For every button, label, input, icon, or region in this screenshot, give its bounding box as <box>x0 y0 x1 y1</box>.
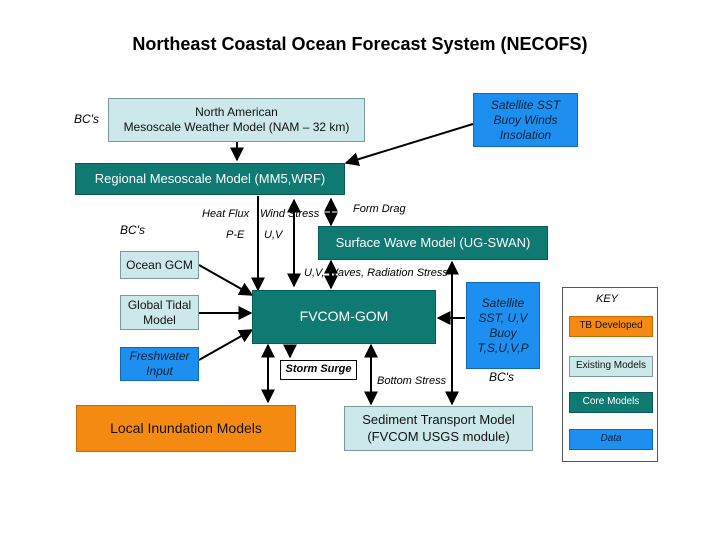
legend-title: KEY <box>596 293 619 305</box>
surface-wave-model-box: Surface Wave Model (UG-SWAN) <box>318 226 548 260</box>
form-drag-label: Form Drag <box>353 203 406 215</box>
bcs-label-right: BC's <box>489 370 514 384</box>
fvcom-gom-box: FVCOM-GOM <box>252 290 436 344</box>
sediment-transport-model-box: Sediment Transport Model(FVCOM USGS modu… <box>344 406 533 451</box>
heat-flux-label: Heat Flux <box>202 208 250 220</box>
bcs-label-top: BC's <box>74 112 99 126</box>
uv-label: U,V <box>264 229 283 241</box>
diagram-title: Northeast Coastal Ocean Forecast System … <box>132 34 588 54</box>
local-inundation-models-box: Local Inundation Models <box>76 405 296 452</box>
storm-surge-box: Storm Surge <box>280 360 357 380</box>
legend-tb-developed: TB Developed <box>569 316 653 337</box>
ocean-gcm-box: Ocean GCM <box>120 251 199 279</box>
wind-stress-label: Wind Stress <box>260 208 320 220</box>
arrow-oceangcm-to-fvcom <box>198 264 254 296</box>
legend-existing-models: Existing Models <box>569 356 653 377</box>
bcs-label-left: BC's <box>120 223 145 237</box>
legend-data: Data <box>569 429 653 450</box>
pe-label: P-E <box>226 229 245 241</box>
waves-radiation-stress-label: U,V, Waves, Radiation Stress <box>304 267 448 279</box>
legend-key: TB Developed Existing Models Core Models… <box>562 287 658 462</box>
bottom-stress-label: Bottom Stress <box>377 375 447 387</box>
arrow-freshwater-to-fvcom <box>198 329 254 361</box>
regional-mesoscale-model-box: Regional Mesoscale Model (MM5,WRF) <box>75 163 345 195</box>
arrow-satellite-to-regional <box>344 123 474 166</box>
legend-core-models: Core Models <box>569 392 653 413</box>
